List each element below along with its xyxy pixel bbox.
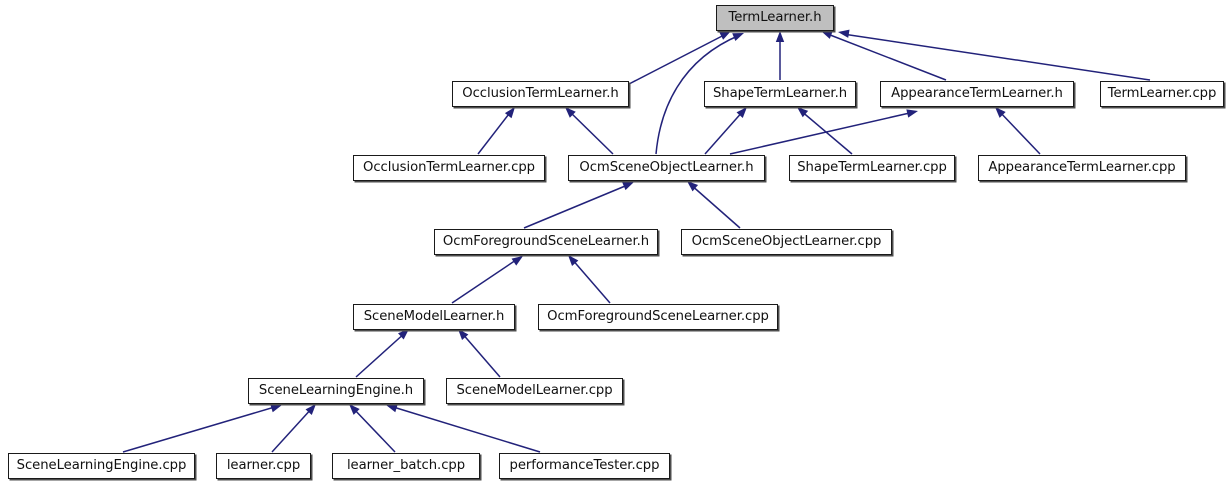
graph-edge-n15-to-n13: [122, 404, 282, 453]
edge-arrowhead: [458, 329, 469, 341]
graph-edge-n9-to-n6: [523, 182, 634, 229]
graph-edge-n13-to-n11: [355, 329, 409, 378]
edge-arrowhead: [565, 107, 576, 118]
graph-edge-n16-to-n13: [271, 404, 316, 453]
graph-node-label: SceneModelLearner.h: [363, 309, 505, 325]
edge-arrowhead: [270, 404, 282, 413]
edge-arrowhead: [775, 31, 785, 42]
edge-arrowhead: [995, 107, 1006, 118]
graph-edge-n6-to-n2: [704, 107, 747, 155]
edge-arrowhead: [821, 31, 833, 39]
edge-arrowhead: [398, 329, 409, 340]
graph-node-label: SceneLearningEngine.h: [258, 383, 414, 399]
graph-edge-n14-to-n11: [458, 329, 501, 378]
graph-node-label: performanceTester.cpp: [509, 458, 660, 474]
graph-node-label: ShapeTermLearner.cpp: [797, 160, 947, 176]
graph-node-ocmforegroundscenelearner-h[interactable]: OcmForegroundSceneLearner.h: [434, 229, 658, 255]
graph-node-appearancetermlearner-cpp[interactable]: AppearanceTermLearner.cpp: [978, 155, 1186, 181]
graph-edge-n17-to-n13: [349, 404, 396, 453]
edge-arrowhead: [732, 33, 744, 42]
graph-node-label: OcmSceneObjectLearner.cpp: [691, 234, 882, 250]
edge-arrowhead: [906, 109, 918, 118]
graph-node-ocmsceneobjectlearner-cpp[interactable]: OcmSceneObjectLearner.cpp: [681, 229, 892, 255]
graph-node-label: learner_batch.cpp: [346, 458, 466, 474]
graph-edge-n6-to-n0: [655, 33, 744, 155]
edge-arrowhead: [568, 255, 579, 267]
graph-edge-n11-to-n9: [451, 256, 523, 304]
graph-node-label: SceneLearningEngine.cpp: [16, 458, 187, 474]
edge-arrowhead: [305, 404, 316, 415]
graph-node-label: SceneModelLearner.cpp: [456, 383, 613, 399]
graph-edge-n3-to-n0: [821, 31, 947, 81]
edge-arrowhead: [511, 256, 523, 266]
graph-node-label: ShapeTermLearner.h: [712, 86, 848, 102]
graph-node-label: OcmSceneObjectLearner.h: [579, 160, 754, 176]
graph-node-appearancetermlearner-h[interactable]: AppearanceTermLearner.h: [880, 81, 1074, 107]
graph-edge-n10-to-n6: [687, 181, 741, 229]
graph-node-ocmforegroundscenelearner-cpp[interactable]: OcmForegroundSceneLearner.cpp: [538, 304, 778, 330]
graph-node-label: AppearanceTermLearner.h: [891, 86, 1063, 102]
graph-node-label: AppearanceTermLearner.cpp: [988, 160, 1176, 176]
graph-edge-n18-to-n13: [386, 404, 541, 453]
edge-arrowhead: [797, 107, 809, 118]
graph-node-label: TermLearner.h: [728, 10, 822, 26]
graph-node-scenelearningengine-cpp[interactable]: SceneLearningEngine.cpp: [8, 453, 195, 479]
graph-edge-n12-to-n9: [568, 255, 611, 304]
graph-node-scenelearningengine-h[interactable]: SceneLearningEngine.h: [248, 378, 424, 404]
graph-edge-n6-to-n1: [565, 107, 614, 155]
graph-node-termlearner-h[interactable]: TermLearner.h: [716, 5, 834, 31]
graph-node-label: OcclusionTermLearner.cpp: [363, 160, 535, 176]
graph-node-termlearner-cpp[interactable]: TermLearner.cpp: [1100, 81, 1224, 107]
graph-node-occlusiontermlearner-cpp[interactable]: OcclusionTermLearner.cpp: [353, 155, 545, 181]
graph-edge-n2-to-n0: [775, 31, 785, 80]
graph-node-label: OcmForegroundSceneLearner.cpp: [547, 309, 769, 325]
edge-arrowhead: [736, 107, 747, 118]
graph-node-label: OcclusionTermLearner.h: [462, 86, 619, 102]
edge-arrowhead: [687, 181, 699, 192]
graph-node-learner-cpp[interactable]: learner.cpp: [216, 453, 311, 479]
graph-edge-n4-to-n0: [838, 29, 1151, 81]
graph-node-scenemodellearner-h[interactable]: SceneModelLearner.h: [353, 304, 515, 330]
graph-node-learner-batch-cpp[interactable]: learner_batch.cpp: [332, 453, 480, 479]
edge-arrowhead: [349, 404, 360, 415]
graph-node-occlusiontermlearner-h[interactable]: OcclusionTermLearner.h: [452, 81, 629, 107]
graph-node-label: TermLearner.cpp: [1107, 86, 1217, 102]
edge-arrowhead: [504, 107, 515, 119]
graph-node-label: OcmForegroundSceneLearner.h: [442, 234, 650, 250]
edge-arrowhead: [838, 29, 850, 38]
edge-arrowhead: [719, 31, 731, 40]
graph-node-performancetester-cpp[interactable]: performanceTester.cpp: [499, 453, 670, 479]
graph-edge-n6-to-n3: [729, 109, 918, 155]
graph-edge-n1-to-n0: [628, 31, 731, 85]
graph-node-label: learner.cpp: [226, 458, 301, 474]
graph-node-ocmsceneobjectlearner-h[interactable]: OcmSceneObjectLearner.h: [568, 155, 765, 181]
graph-edge-n8-to-n3: [995, 107, 1041, 155]
graph-node-scenemodellearner-cpp[interactable]: SceneModelLearner.cpp: [446, 378, 623, 404]
graph-node-shapetermlearner-h[interactable]: ShapeTermLearner.h: [704, 81, 856, 107]
edge-arrowhead: [622, 182, 634, 191]
edge-arrowhead: [386, 404, 398, 413]
graph-edge-n5-to-n1: [477, 107, 515, 155]
graph-node-shapetermlearner-cpp[interactable]: ShapeTermLearner.cpp: [789, 155, 955, 181]
